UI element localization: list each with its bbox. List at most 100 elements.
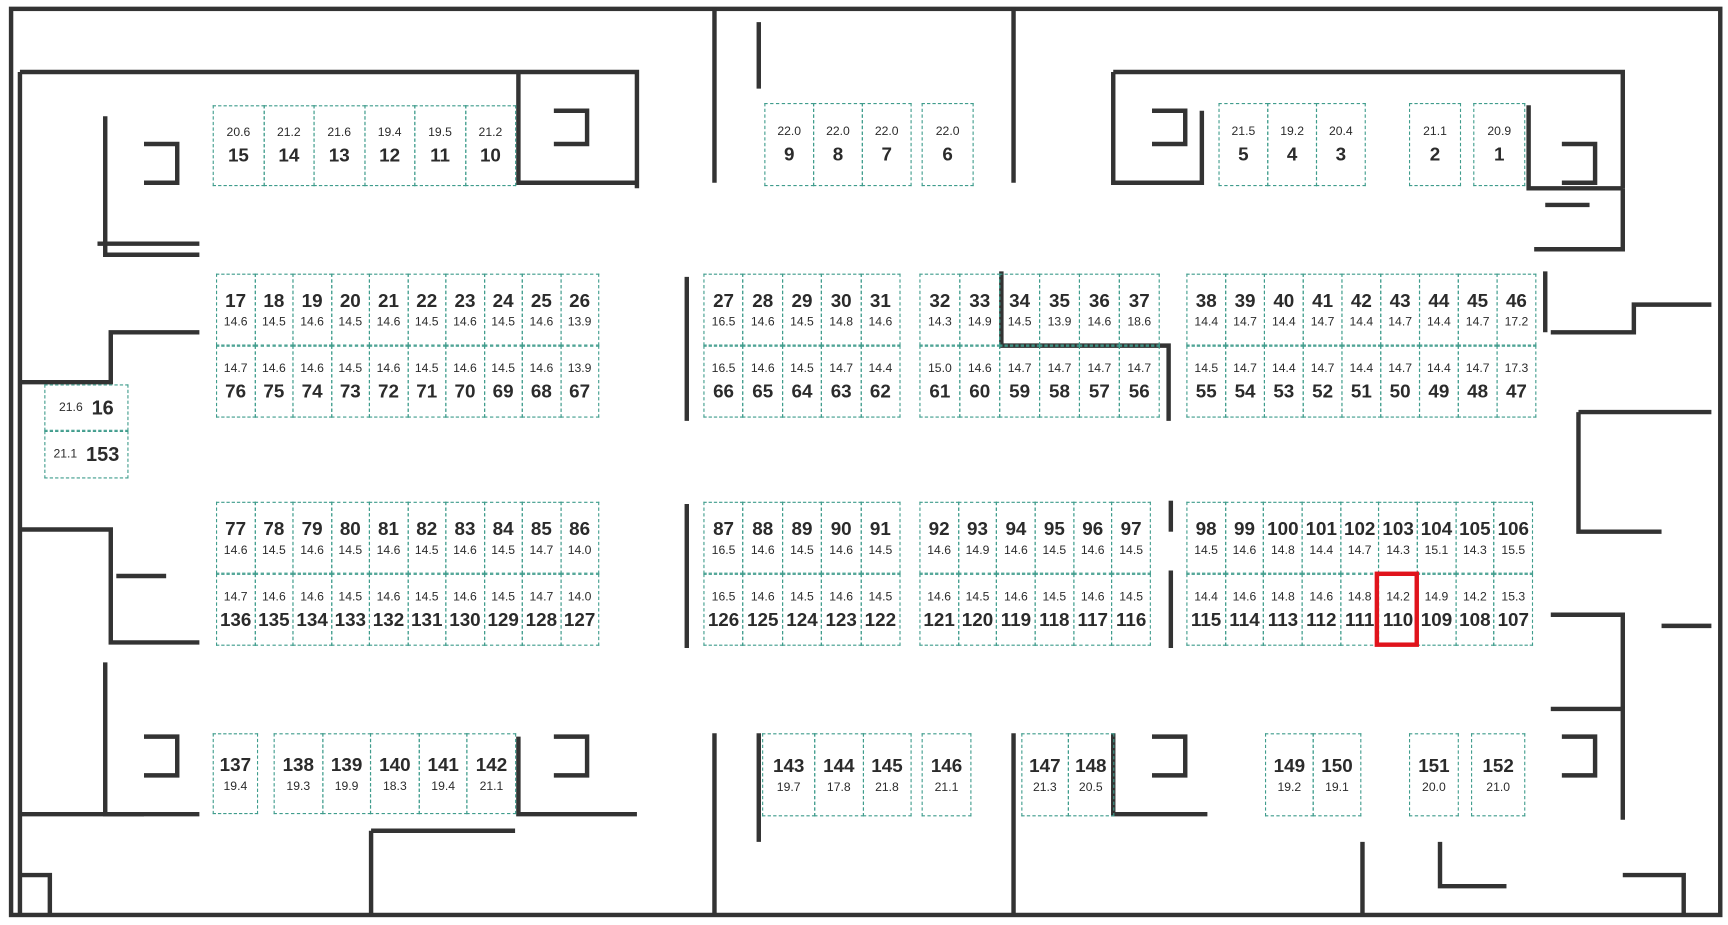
- storage-unit-147[interactable]: 14721.3: [1021, 733, 1069, 817]
- storage-unit-23[interactable]: 2314.6: [445, 273, 485, 346]
- storage-unit-81[interactable]: 8114.6: [368, 501, 409, 574]
- storage-unit-152[interactable]: 15221.0: [1471, 733, 1526, 817]
- storage-unit-130[interactable]: 14.6130: [445, 573, 485, 646]
- storage-unit-142[interactable]: 14221.1: [466, 733, 517, 815]
- storage-unit-54[interactable]: 14.754: [1225, 345, 1265, 418]
- storage-unit-52[interactable]: 14.752: [1302, 345, 1343, 418]
- storage-unit-58[interactable]: 14.758: [1039, 345, 1081, 418]
- storage-unit-12[interactable]: 19.412: [363, 105, 416, 187]
- storage-unit-28[interactable]: 2814.6: [742, 273, 783, 346]
- storage-unit-55[interactable]: 14.555: [1186, 345, 1227, 418]
- storage-unit-63[interactable]: 14.763: [821, 345, 862, 418]
- storage-unit-107[interactable]: 15.3107: [1493, 573, 1534, 646]
- storage-unit-72[interactable]: 14.672: [368, 345, 409, 418]
- storage-unit-26[interactable]: 2613.9: [559, 273, 600, 346]
- storage-unit-95[interactable]: 9514.5: [1034, 501, 1075, 574]
- storage-unit-114[interactable]: 14.6114: [1224, 573, 1265, 646]
- storage-unit-102[interactable]: 10214.7: [1339, 501, 1380, 574]
- storage-unit-7[interactable]: 22.07: [861, 103, 912, 187]
- storage-unit-64[interactable]: 14.564: [781, 345, 823, 418]
- storage-unit-44[interactable]: 4414.4: [1418, 273, 1459, 346]
- storage-unit-46[interactable]: 4617.2: [1496, 273, 1537, 346]
- storage-unit-30[interactable]: 3014.8: [821, 273, 862, 346]
- storage-unit-65[interactable]: 14.665: [742, 345, 783, 418]
- storage-unit-136[interactable]: 14.7136: [216, 573, 256, 646]
- storage-unit-88[interactable]: 8814.6: [742, 501, 783, 574]
- storage-unit-76[interactable]: 14.776: [216, 345, 256, 418]
- storage-unit-94[interactable]: 9414.6: [996, 501, 1036, 574]
- storage-unit-150[interactable]: 15019.1: [1312, 733, 1362, 817]
- storage-unit-40[interactable]: 4014.4: [1263, 273, 1304, 346]
- storage-unit-126[interactable]: 16.5126: [703, 573, 744, 646]
- storage-unit-87[interactable]: 8716.5: [703, 501, 744, 574]
- storage-unit-68[interactable]: 14.668: [521, 345, 562, 418]
- storage-unit-111[interactable]: 14.8111: [1339, 573, 1380, 646]
- storage-unit-49[interactable]: 14.449: [1418, 345, 1459, 418]
- storage-unit-112[interactable]: 14.6112: [1301, 573, 1342, 646]
- storage-unit-60[interactable]: 14.660: [959, 345, 1001, 418]
- storage-unit-56[interactable]: 14.756: [1118, 345, 1160, 418]
- storage-unit-141[interactable]: 14119.4: [418, 733, 468, 815]
- storage-unit-9[interactable]: 22.09: [764, 103, 815, 187]
- storage-unit-77[interactable]: 7714.6: [216, 501, 256, 574]
- storage-unit-45[interactable]: 4514.7: [1457, 273, 1498, 346]
- storage-unit-121[interactable]: 14.6121: [919, 573, 959, 646]
- storage-unit-38[interactable]: 3814.4: [1186, 273, 1227, 346]
- storage-unit-62[interactable]: 14.462: [860, 345, 901, 418]
- storage-unit-71[interactable]: 14.571: [407, 345, 447, 418]
- storage-unit-125[interactable]: 14.6125: [742, 573, 783, 646]
- storage-unit-24[interactable]: 2414.5: [483, 273, 523, 346]
- storage-unit-145[interactable]: 14521.8: [862, 733, 912, 817]
- storage-unit-43[interactable]: 4314.7: [1380, 273, 1421, 346]
- storage-unit-22[interactable]: 2214.5: [407, 273, 447, 346]
- storage-unit-17[interactable]: 1714.6: [216, 273, 256, 346]
- storage-unit-79[interactable]: 7914.6: [292, 501, 332, 574]
- storage-unit-73[interactable]: 14.573: [330, 345, 370, 418]
- storage-unit-140[interactable]: 14018.3: [370, 733, 420, 815]
- storage-unit-146[interactable]: 14621.1: [921, 733, 972, 817]
- storage-unit-34[interactable]: 3414.5: [999, 273, 1041, 346]
- storage-unit-29[interactable]: 2914.5: [781, 273, 823, 346]
- storage-unit-92[interactable]: 9214.6: [919, 501, 959, 574]
- storage-unit-32[interactable]: 3214.3: [919, 273, 961, 346]
- storage-unit-149[interactable]: 14919.2: [1264, 733, 1314, 817]
- storage-unit-27[interactable]: 2716.5: [703, 273, 744, 346]
- storage-unit-129[interactable]: 14.5129: [483, 573, 523, 646]
- storage-unit-105[interactable]: 10514.3: [1455, 501, 1495, 574]
- storage-unit-13[interactable]: 21.613: [313, 105, 365, 187]
- storage-unit-110[interactable]: 14.2110: [1378, 573, 1418, 646]
- storage-unit-144[interactable]: 14417.8: [814, 733, 864, 817]
- storage-unit-69[interactable]: 14.569: [483, 345, 523, 418]
- storage-unit-11[interactable]: 19.511: [414, 105, 466, 187]
- storage-unit-123[interactable]: 14.6123: [821, 573, 862, 646]
- storage-unit-91[interactable]: 9114.5: [860, 501, 901, 574]
- storage-unit-90[interactable]: 9014.6: [821, 501, 862, 574]
- storage-unit-99[interactable]: 9914.6: [1224, 501, 1265, 574]
- storage-unit-20[interactable]: 2014.5: [330, 273, 370, 346]
- storage-unit-115[interactable]: 14.4115: [1186, 573, 1226, 646]
- storage-unit-10[interactable]: 21.210: [464, 105, 517, 187]
- storage-unit-39[interactable]: 3914.7: [1225, 273, 1265, 346]
- storage-unit-41[interactable]: 4114.7: [1302, 273, 1343, 346]
- storage-unit-1[interactable]: 20.91: [1473, 103, 1526, 187]
- storage-unit-50[interactable]: 14.750: [1380, 345, 1421, 418]
- storage-unit-51[interactable]: 14.451: [1341, 345, 1382, 418]
- storage-unit-117[interactable]: 14.6117: [1072, 573, 1113, 646]
- storage-unit-143[interactable]: 14319.7: [762, 733, 816, 817]
- storage-unit-93[interactable]: 9314.9: [957, 501, 998, 574]
- storage-unit-6[interactable]: 22.06: [921, 103, 974, 187]
- storage-unit-120[interactable]: 14.5120: [957, 573, 998, 646]
- storage-unit-74[interactable]: 14.674: [292, 345, 332, 418]
- storage-unit-138[interactable]: 13819.3: [273, 733, 323, 815]
- storage-unit-153[interactable]: 21.1153: [44, 430, 129, 479]
- storage-unit-2[interactable]: 21.12: [1408, 103, 1462, 187]
- storage-unit-108[interactable]: 14.2108: [1455, 573, 1495, 646]
- storage-unit-124[interactable]: 14.5124: [781, 573, 823, 646]
- storage-unit-119[interactable]: 14.6119: [996, 573, 1036, 646]
- storage-unit-70[interactable]: 14.670: [445, 345, 485, 418]
- storage-unit-89[interactable]: 8914.5: [781, 501, 823, 574]
- storage-unit-113[interactable]: 14.8113: [1263, 573, 1303, 646]
- storage-unit-31[interactable]: 3114.6: [860, 273, 901, 346]
- storage-unit-59[interactable]: 14.759: [999, 345, 1041, 418]
- storage-unit-48[interactable]: 14.748: [1457, 345, 1498, 418]
